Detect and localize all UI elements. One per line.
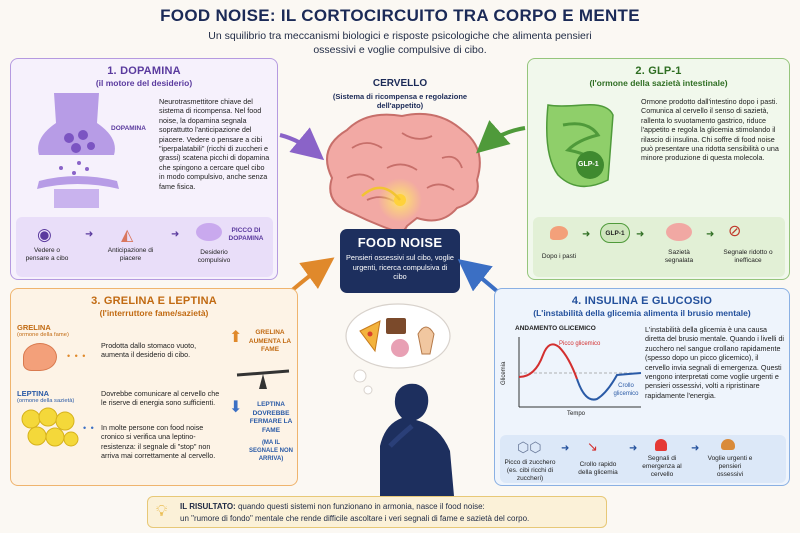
grelina-sublabel: (ormone della fame) <box>17 332 69 338</box>
dopamina-img-label: DOPAMINA <box>111 125 146 132</box>
dopamina-flow <box>16 217 273 277</box>
leptina-text-2: In molte persone con food noise cronico … <box>101 423 216 461</box>
signal-blocked-icon: ⊘ <box>728 223 742 240</box>
leptina-label: LEPTINA <box>17 389 50 398</box>
dopamina-text: Neurotrasmettitore chiave del sistema di… <box>159 97 270 191</box>
insulina-flow-3: Segnali di emergenza al cervello <box>642 455 682 478</box>
insulina-flow-2: Crollo rapido della glicemia <box>578 461 618 476</box>
result-banner: 💡︎ IL RISULTATO: quando questi sistemi n… <box>147 496 607 528</box>
grelina-subtitle: (l'interruttore fame/sazietà) <box>99 308 209 318</box>
insulina-subtitle: (L'instabilità della glicemia alimenta i… <box>533 308 751 318</box>
alarm-icon <box>655 439 667 451</box>
eye-icon: ◉ <box>37 225 52 244</box>
glp1-badge <box>600 223 630 243</box>
balance-scale-icon <box>236 369 290 389</box>
sugar-cubes-icon: ⬡⬡ <box>517 439 542 455</box>
arrow-right-icon: ➜ <box>691 443 700 454</box>
glp1-flow-4: Segnale ridotto o inefficace <box>723 249 773 264</box>
arrow-right-icon: ➜ <box>629 443 638 454</box>
insulina-text: L'instabilità della glicemia è una causa… <box>645 325 785 400</box>
brain-subtitle: (Sistema di ricompensa e regolazione del… <box>332 92 468 110</box>
arrow-right-icon: ➜ <box>171 229 180 240</box>
arrow-right-icon: ➜ <box>85 229 94 240</box>
grelina-text: Prodotta dallo stomaco vuoto, aumenta il… <box>101 341 197 360</box>
trend-down-icon: ↘ <box>587 439 598 454</box>
arrow-right-icon: ➜ <box>561 443 570 454</box>
glucose-chart-title: ANDAMENTO GLICEMICO <box>515 325 596 332</box>
arrow-right-icon: ➜ <box>706 229 715 240</box>
glucose-y-label: Glicemia <box>501 361 507 385</box>
page-title: FOOD NOISE: IL CORTOCIRCUITO TRA CORPO E… <box>160 6 640 25</box>
food-noise-text: Pensieri ossessivi sul cibo, voglie urge… <box>346 253 454 281</box>
brain-small-icon <box>196 223 222 241</box>
glucose-peak-label: Picco glicemico <box>559 341 601 347</box>
glp1-title: 2. GLP-1 <box>635 65 682 77</box>
insulina-flow <box>500 435 786 483</box>
arrow-right-icon: ➜ <box>636 229 645 240</box>
food-noise-title: FOOD NOISE <box>357 235 443 250</box>
glp1-flow-1: Dopo i pasti <box>541 253 577 260</box>
arrow-down-icon: ⬇ <box>229 399 243 416</box>
burger-icon <box>721 439 735 450</box>
dopamina-flow-1: Vedere o pensare a cibo <box>25 247 69 262</box>
insulina-title: 4. INSULINA E GLUCOSIO <box>571 295 713 307</box>
fat-cells-illustration <box>21 407 79 447</box>
result-line-2: un "rumore di fondo" mentale che rende d… <box>180 514 530 523</box>
glp1-flow <box>533 217 785 277</box>
glp1-flow-3: Sazietà segnalata <box>664 249 694 264</box>
result-line-1: IL RISULTATO: quando questi sistemi non … <box>180 502 600 513</box>
hormone-dots-icon: • • <box>83 423 95 433</box>
synapse-illustration <box>37 93 119 208</box>
leptina-down-note: (MA IL SEGNALE NON ARRIVA) <box>248 440 293 462</box>
brain-title: CERVELLO <box>372 78 428 89</box>
intestine-illustration <box>546 103 614 188</box>
leptina-text-1: Dovrebbe comunicare al cervello che le r… <box>101 389 220 408</box>
grelina-label: GRELINA <box>17 323 51 332</box>
dopamina-flow-3: Desiderio compulsivo <box>197 249 231 264</box>
glp1-flow-2: GLP-1 <box>605 230 625 237</box>
hormone-dots-icon: • • • <box>67 351 87 361</box>
dopamina-title: 1. DOPAMINA <box>107 65 181 77</box>
glp1-card: 2. GLP-1 (l'ormone della sazietà intesti… <box>527 58 790 280</box>
leptina-sublabel: (ormone della sazietà) <box>17 398 75 404</box>
brain-illustration <box>326 112 481 234</box>
glp1-text: Ormone prodotto dall'intestino dopo i pa… <box>641 97 779 163</box>
stomach-icon <box>550 226 568 240</box>
glucose-crash-label: Crollo glicemico <box>613 383 639 397</box>
dopamina-card: 1. DOPAMINA (il motore del desiderio) DO… <box>10 58 278 280</box>
leptina-down-label: LEPTINA DOVREBBE FERMARE LA FAME <box>249 401 293 434</box>
result-text-1: quando questi sistemi non funzionano in … <box>237 502 485 511</box>
page-subtitle: Un squilibrio tra meccanismi biologici e… <box>208 30 592 56</box>
insulina-card: 4. INSULINA E GLUCOSIO (L'instabilità de… <box>494 288 790 486</box>
glucose-curve-chart <box>518 337 642 408</box>
dopamina-subtitle: (il motore del desiderio) <box>95 78 193 88</box>
grelina-title: 3. GRELINA E LEPTINA <box>91 295 217 307</box>
arrow-right-icon: ➜ <box>582 229 591 240</box>
brain-small-icon <box>666 223 692 241</box>
glucose-x-label: Tempo <box>567 411 586 417</box>
insulina-flow-1: Picco di zucchero (es. cibi ricchi di zu… <box>504 459 556 482</box>
arrow-up-icon: ⬆ <box>229 329 243 346</box>
grelina-up-label: GRELINA AUMENTA LA FAME <box>248 329 292 353</box>
food-noise-box: FOOD NOISE Pensieri ossessivi sul cibo, … <box>340 229 460 293</box>
lightbulb-icon: 💡︎ <box>156 503 168 520</box>
cake-icon: ◭ <box>121 227 134 244</box>
result-label: IL RISULTATO: <box>180 502 236 511</box>
insulina-flow-4: Voglie urgenti e pensieri ossessivi <box>707 455 753 478</box>
glp1-img-label: GLP-1 <box>578 161 599 168</box>
thinking-person-illustration <box>345 303 454 496</box>
dopamina-peak-label: PICCO DI DOPAMINA <box>228 227 264 242</box>
glp1-subtitle: (l'ormone della sazietà intestinale) <box>589 78 728 88</box>
dopamina-flow-2: Anticipazione di piacere <box>107 247 154 262</box>
grelina-card: 3. GRELINA E LEPTINA (l'interruttore fam… <box>10 288 298 486</box>
stomach-icon <box>23 343 57 371</box>
